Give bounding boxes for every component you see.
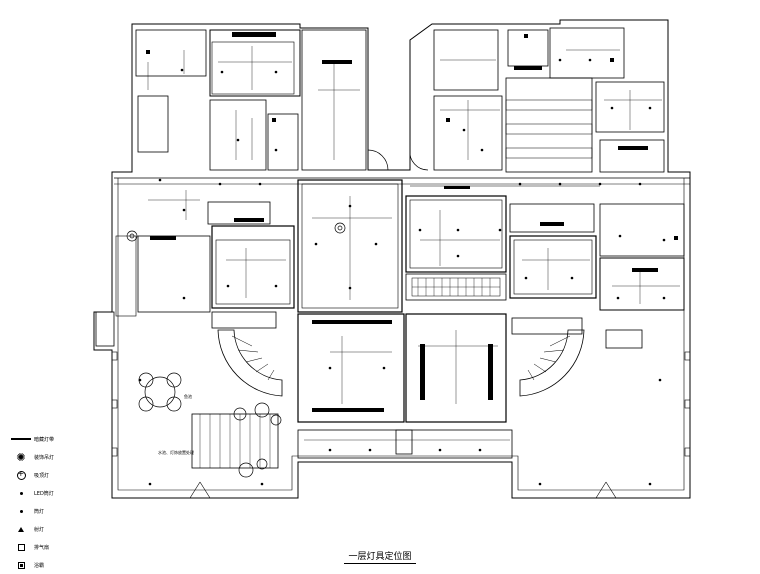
legend-item: 吸顶灯 [8, 466, 78, 484]
legend-item: 浴霸 [8, 556, 78, 574]
legend-item: 筒灯 [8, 502, 78, 520]
drawing-title-block: 一层灯具定位图 [0, 544, 760, 564]
legend-label: LED筒灯 [34, 490, 54, 497]
strip-light-icon [11, 438, 31, 440]
legend-label: 排气扇 [34, 544, 50, 551]
drawing-title: 一层灯具定位图 [344, 552, 416, 564]
legend-item: 暗藏灯带 [8, 430, 78, 448]
garden-label: 水池、灯饰放置处理 [158, 449, 194, 455]
legend-label: 暗藏灯带 [34, 436, 55, 443]
led-downlight-icon [19, 491, 23, 495]
inner-wall [117, 178, 685, 491]
legend-label: 筒灯 [34, 508, 45, 515]
legend-label: 射灯 [34, 526, 45, 533]
downlight-icon [19, 509, 23, 513]
spotlight-icon [18, 526, 24, 532]
legend-item: LED筒灯 [8, 484, 78, 502]
legend: 暗藏灯带 ✺ 装饰吊灯 吸顶灯 LED筒灯 筒灯 射灯 排气扇 浴霸 [8, 430, 78, 574]
legend-label: 吸顶灯 [34, 472, 50, 479]
heater-icon [17, 561, 25, 569]
exhaust-fan-icon [17, 543, 25, 551]
legend-item: 射灯 [8, 520, 78, 538]
ceiling-light-icon [16, 469, 26, 480]
legend-label: 浴霸 [34, 562, 45, 569]
pendant-light-icon: ✺ [16, 450, 26, 464]
legend-label: 装饰吊灯 [34, 454, 55, 461]
pond-label: 鱼池 [184, 393, 192, 399]
legend-item: ✺ 装饰吊灯 [8, 448, 78, 466]
outer-wall [93, 19, 691, 499]
legend-item: 排气扇 [8, 538, 78, 556]
